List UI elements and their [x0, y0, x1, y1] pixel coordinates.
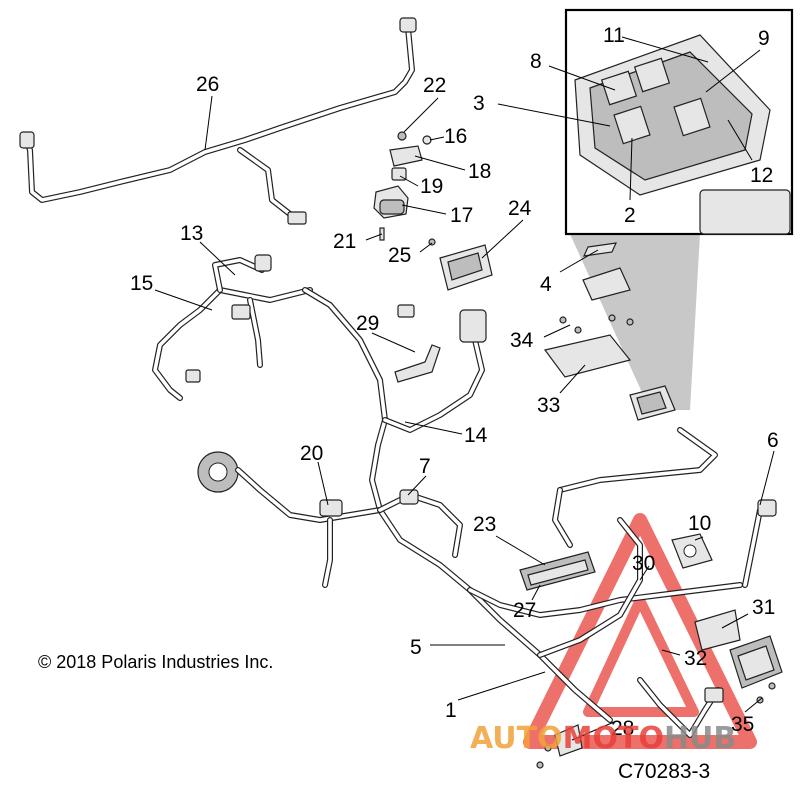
callout-13: 13	[180, 222, 203, 245]
callout-22: 22	[423, 74, 446, 97]
watermark-hub: HUB	[664, 721, 736, 756]
callout-7: 7	[419, 455, 431, 478]
copyright-text: © 2018 Polaris Industries Inc.	[38, 652, 273, 672]
callout-11: 11	[603, 24, 625, 47]
watermark-auto: AUTO	[470, 721, 563, 756]
watermark-text: AUTOMOTOHUB	[470, 721, 736, 756]
leader-lines	[154, 36, 775, 741]
callout-5: 5	[410, 636, 422, 659]
callout-labels: 26 22 16 18 19 17 21 25 24 4 34 33 29 13…	[130, 24, 779, 740]
relay-strip-23	[519, 551, 596, 591]
callout-15: 15	[130, 272, 153, 295]
watermark-moto: MOTO	[563, 721, 664, 756]
callout-32: 32	[684, 647, 707, 670]
harness-26	[19, 17, 417, 225]
callout-14: 14	[464, 424, 488, 447]
callout-33: 33	[537, 394, 560, 417]
callout-20: 20	[300, 442, 323, 465]
callout-25: 25	[388, 244, 411, 267]
figure-code: C70283-3	[618, 760, 710, 783]
callout-2: 2	[624, 204, 636, 227]
callout-35: 35	[731, 713, 754, 736]
callout-16: 16	[444, 125, 467, 148]
callout-26: 26	[196, 73, 219, 96]
callout-17: 17	[450, 204, 473, 227]
callout-6: 6	[767, 429, 779, 452]
plate-33	[543, 314, 634, 378]
callout-12: 12	[750, 164, 773, 187]
callout-10: 10	[688, 512, 711, 535]
bracket-4	[582, 242, 631, 301]
callout-21: 21	[333, 230, 356, 253]
harness-15	[152, 254, 313, 401]
callout-30: 30	[632, 552, 655, 575]
callout-1: 1	[445, 699, 457, 722]
grommet-10	[671, 533, 713, 569]
callout-27: 27	[513, 599, 536, 622]
regulator-35	[729, 635, 783, 704]
bracket-31	[694, 609, 741, 651]
callout-9: 9	[758, 27, 770, 50]
callout-8: 8	[530, 50, 542, 73]
ecm-module-24	[439, 244, 493, 291]
fuse-box-on-harness	[629, 385, 676, 421]
callout-18: 18	[468, 160, 491, 183]
callout-4: 4	[540, 273, 552, 296]
callout-28: 28	[611, 717, 634, 740]
watermark-triangle	[523, 513, 757, 749]
callout-29: 29	[356, 312, 379, 335]
bracket-28	[536, 724, 583, 769]
callout-31: 31	[752, 596, 775, 619]
callout-24: 24	[508, 197, 532, 220]
bracket-29	[394, 344, 441, 383]
svg-text:AUTOMOTOHUB: AUTOMOTOHUB	[470, 721, 736, 756]
callout-34: 34	[510, 329, 534, 352]
callout-3: 3	[473, 92, 485, 115]
callout-23: 23	[473, 513, 496, 536]
callout-19: 19	[420, 175, 443, 198]
hardware-group-top	[373, 131, 436, 246]
harness-20-stator	[197, 451, 463, 588]
